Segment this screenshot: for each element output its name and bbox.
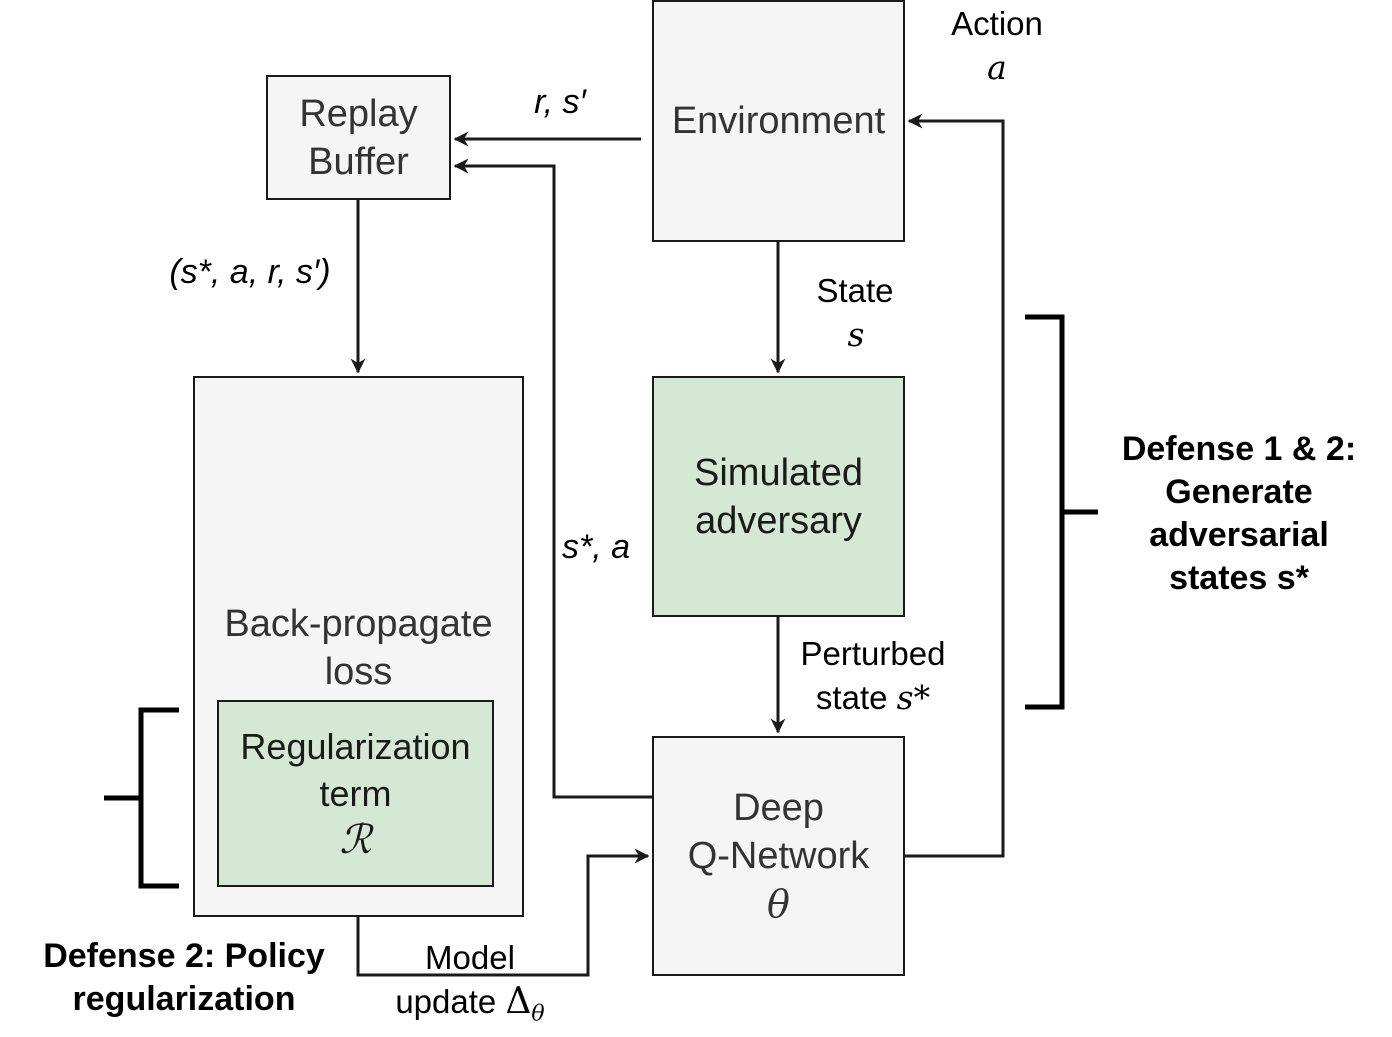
backprop-line1: Back-propagate (224, 603, 493, 645)
state-symbol: s (847, 315, 865, 354)
edge-backprop-to-dqn (356, 848, 650, 977)
environment-label: Environment (671, 100, 886, 142)
state-text: State (816, 272, 894, 309)
defense2-line2: regularization (72, 980, 296, 1018)
replay-buffer-line2: Buffer (308, 140, 409, 183)
defense12-annotation: Defense 1 & 2: Generate adversarial stat… (1108, 428, 1370, 600)
perturbed-line1: Perturbed (800, 635, 946, 672)
defense12-line2: Generate (1165, 473, 1313, 511)
defense12-bracket (1025, 314, 1098, 710)
sa-label: s*, a (561, 528, 631, 566)
backprop-line2: loss (324, 651, 393, 693)
model-update-line2: update (395, 983, 497, 1020)
action-label: Action a (937, 2, 1057, 90)
regularization-line2: term (319, 773, 392, 814)
perturbed-state-label: Perturbed state s* (783, 632, 963, 720)
edge-dqn-to-buffer (453, 158, 652, 799)
defense12-line4: states s* (1169, 559, 1309, 597)
defense12-line1: Defense 1 & 2: (1121, 430, 1357, 468)
perturbed-symbol: s* (896, 678, 931, 717)
adversary-line1: Simulated (694, 451, 863, 494)
replay-buffer-node: Replay Buffer (266, 75, 451, 200)
regularization-line1: Regularization (240, 726, 471, 767)
dqn-line1: Deep (733, 787, 824, 829)
dqn-symbol: θ (767, 882, 790, 926)
replay-buffer-line1: Replay (299, 92, 418, 135)
regularization-node: Regularization term ℛ (217, 700, 494, 887)
action-symbol: a (987, 48, 1007, 87)
edge-dqn-to-env (905, 113, 1005, 858)
reward-next-state-label: r, s′ (534, 83, 586, 121)
defense2-line1: Defense 2: Policy (43, 937, 325, 975)
defense2-annotation: Defense 2: Policy regularization (24, 935, 344, 1021)
environment-node: Environment (652, 0, 905, 242)
adversary-line2: adversary (695, 499, 862, 542)
model-update-symbol: Δ (505, 981, 532, 1022)
transition-tuple-label: (s*, a, r, s′) (169, 253, 331, 291)
action-text: Action (951, 5, 1043, 42)
model-update-line1: Model (425, 939, 515, 976)
regularization-symbol: ℛ (339, 817, 372, 863)
model-update-subscript: θ (531, 1001, 545, 1027)
defense12-line3: adversarial (1149, 516, 1329, 554)
simulated-adversary-node: Simulated adversary (652, 376, 905, 617)
perturbed-line2: state (815, 679, 888, 716)
dqn-node: Deep Q-Network θ (652, 736, 905, 976)
state-label: State s (805, 269, 905, 357)
dqn-line2: Q-Network (687, 835, 870, 877)
model-update-label: Model update Δθ (370, 936, 570, 1037)
defense2-bracket (104, 707, 179, 889)
